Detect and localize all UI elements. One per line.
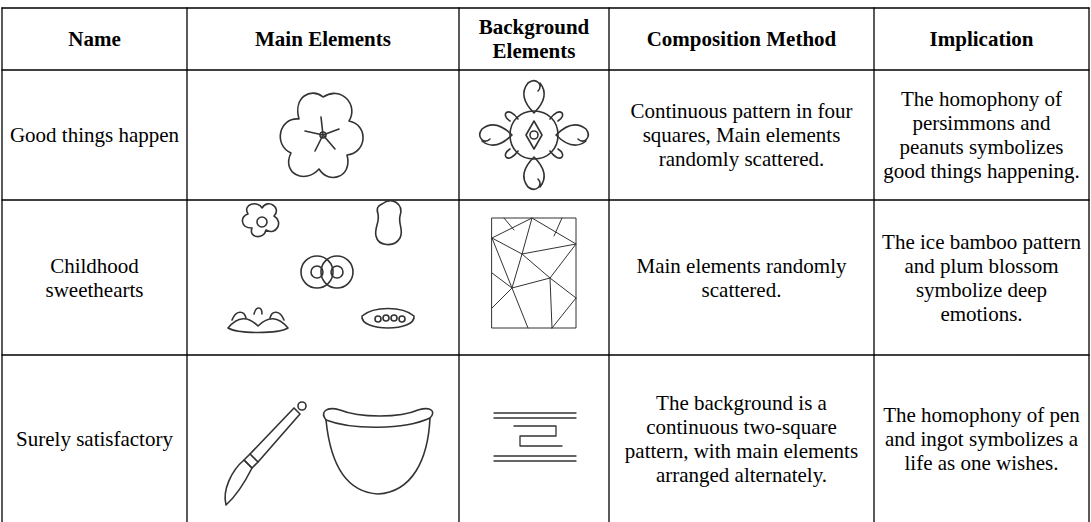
method-cell: Continuous pattern in four squares, Main… xyxy=(616,99,867,171)
column-header: Main Elements xyxy=(255,27,391,51)
table-cell: Childhood sweethearts xyxy=(3,201,186,354)
flower-icon xyxy=(280,93,363,177)
column-header: Background Elements xyxy=(466,15,602,63)
table-cell: Name xyxy=(3,9,186,69)
table-grid xyxy=(2,8,1089,522)
column-header: Name xyxy=(68,27,120,51)
table-cell: Main Elements xyxy=(188,9,458,69)
fret-pattern xyxy=(494,413,576,461)
scattered-items xyxy=(228,201,414,333)
table-cell: Main elements randomly scattered. xyxy=(610,201,873,354)
implication-cell: The ice bamboo pattern and plum blossom … xyxy=(881,230,1082,326)
table-cell: Good things happen xyxy=(3,71,186,199)
ornament-pattern xyxy=(480,81,588,189)
implication-cell: The homophony of pen and ingot symbolize… xyxy=(881,403,1082,475)
table-cell: The ice bamboo pattern and plum blossom … xyxy=(875,201,1088,354)
table-cell: The background is a continuous two-squar… xyxy=(610,356,873,521)
table-cell: The homophony of pen and ingot symbolize… xyxy=(875,356,1088,521)
table-cell: Composition Method xyxy=(610,9,873,69)
column-header: Composition Method xyxy=(647,27,837,51)
method-cell: The background is a continuous two-squar… xyxy=(616,391,867,487)
name-cell: Childhood sweethearts xyxy=(9,254,180,302)
ice-crack-pattern xyxy=(492,218,576,328)
table-cell: Background Elements xyxy=(460,9,608,69)
ingot-icon xyxy=(324,409,433,494)
table-cell: The homophony of persimmons and peanuts … xyxy=(875,71,1088,199)
name-cell: Surely satisfactory xyxy=(16,427,173,451)
name-cell: Good things happen xyxy=(10,123,179,147)
brush-icon xyxy=(225,402,306,505)
table-cell: Continuous pattern in four squares, Main… xyxy=(610,71,873,199)
method-cell: Main elements randomly scattered. xyxy=(616,254,867,302)
implication-cell: The homophony of persimmons and peanuts … xyxy=(881,87,1082,183)
table-cell: Implication xyxy=(875,9,1088,69)
column-header: Implication xyxy=(930,27,1034,51)
table-cell: Surely satisfactory xyxy=(3,356,186,521)
